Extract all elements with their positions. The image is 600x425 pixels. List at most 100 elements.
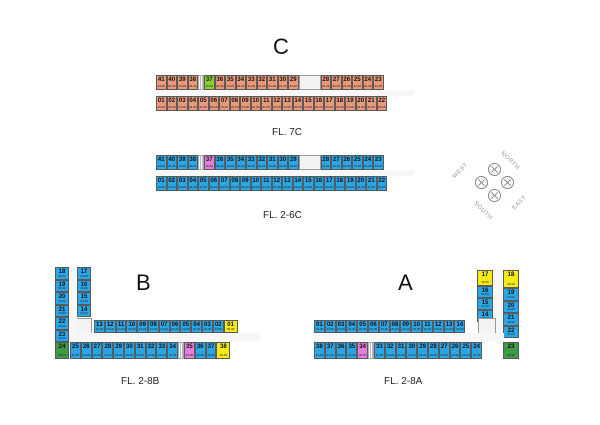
unit-38[interactable]: 3830.00 xyxy=(216,342,231,359)
unit-19[interactable]: 1924.00 xyxy=(503,288,519,301)
unit-32[interactable]: 3224.00 xyxy=(256,155,267,170)
unit-28[interactable]: 2824.00 xyxy=(102,342,114,359)
unit-32[interactable]: 3224.00 xyxy=(256,75,267,90)
unit-39[interactable]: 3924.00 xyxy=(177,155,188,170)
unit-03[interactable]: 0324.00 xyxy=(335,320,347,333)
unit-12[interactable]: 1224.00 xyxy=(104,320,116,333)
unit-35[interactable]: 3524.00 xyxy=(225,75,236,90)
unit-02[interactable]: 0224.00 xyxy=(166,96,177,111)
unit-20[interactable]: 2024.00 xyxy=(355,96,366,111)
unit-07[interactable]: 0724.00 xyxy=(378,320,390,333)
unit-30[interactable]: 3024.00 xyxy=(406,342,418,359)
unit-38[interactable]: 3824.00 xyxy=(314,342,325,359)
unit-11[interactable]: 1124.00 xyxy=(261,96,272,111)
unit-34[interactable]: 3424.00 xyxy=(235,75,246,90)
unit-37[interactable]: 3724.00 xyxy=(324,342,336,359)
unit-21[interactable]: 2124.00 xyxy=(503,313,519,326)
unit-27[interactable]: 2724.00 xyxy=(331,75,342,90)
unit-04[interactable]: 0424.00 xyxy=(187,96,198,111)
unit-38[interactable]: 3824.00 xyxy=(187,75,198,90)
unit-29[interactable]: 2924.00 xyxy=(288,155,299,170)
unit-23[interactable]: 2324.00 xyxy=(373,155,384,170)
unit-14[interactable]: 1424.00 xyxy=(477,310,493,322)
unit-08[interactable]: 0824.00 xyxy=(148,320,159,333)
unit-07[interactable]: 0724.00 xyxy=(158,320,170,333)
unit-17[interactable]: 1724.00 xyxy=(77,267,91,280)
unit-24[interactable]: 2424.00 xyxy=(362,155,373,170)
unit-36[interactable]: 3624.00 xyxy=(214,155,225,170)
unit-41[interactable]: 4124.00 xyxy=(156,75,167,90)
unit-33[interactable]: 3324.00 xyxy=(156,342,168,359)
unit-07[interactable]: 0724.00 xyxy=(219,96,230,111)
unit-16[interactable]: 1624.00 xyxy=(477,286,493,298)
unit-18[interactable]: 1824.00 xyxy=(334,176,345,191)
unit-19[interactable]: 1924.00 xyxy=(55,279,69,292)
unit-15[interactable]: 1524.00 xyxy=(303,176,314,191)
unit-35[interactable]: 3524.00 xyxy=(346,342,358,359)
unit-06[interactable]: 0624.00 xyxy=(208,96,219,111)
unit-30[interactable]: 3024.00 xyxy=(277,75,288,90)
unit-03[interactable]: 0324.00 xyxy=(202,320,213,333)
unit-04[interactable]: 0424.00 xyxy=(187,176,198,191)
unit-14[interactable]: 1424.00 xyxy=(292,176,303,191)
unit-14[interactable]: 1424.00 xyxy=(454,320,466,333)
unit-27[interactable]: 2724.00 xyxy=(91,342,103,359)
unit-06[interactable]: 0624.00 xyxy=(368,320,379,333)
unit-31[interactable]: 3124.00 xyxy=(395,342,407,359)
unit-19[interactable]: 1924.00 xyxy=(345,96,356,111)
unit-28[interactable]: 2824.00 xyxy=(320,155,331,170)
unit-19[interactable]: 1924.00 xyxy=(345,176,356,191)
unit-08[interactable]: 0824.00 xyxy=(229,96,240,111)
unit-11[interactable]: 1124.00 xyxy=(115,320,127,333)
unit-29[interactable]: 2924.00 xyxy=(417,342,428,359)
unit-26[interactable]: 2624.00 xyxy=(449,342,461,359)
unit-26[interactable]: 2624.00 xyxy=(80,342,92,359)
unit-27[interactable]: 2724.00 xyxy=(331,155,342,170)
unit-39[interactable]: 3924.00 xyxy=(177,75,188,90)
unit-06[interactable]: 0624.00 xyxy=(169,320,181,333)
unit-36[interactable]: 3624.00 xyxy=(194,342,206,359)
unit-10[interactable]: 1024.00 xyxy=(250,176,261,191)
unit-12[interactable]: 1224.00 xyxy=(432,320,444,333)
unit-09[interactable]: 0924.00 xyxy=(137,320,148,333)
unit-25[interactable]: 2524.00 xyxy=(352,75,363,90)
unit-22[interactable]: 2224.00 xyxy=(376,176,387,191)
unit-25[interactable]: 2524.00 xyxy=(460,342,472,359)
unit-18[interactable]: 1824.00 xyxy=(55,267,69,280)
unit-22[interactable]: 2224.00 xyxy=(55,317,69,330)
unit-14[interactable]: 1424.00 xyxy=(292,96,303,111)
unit-33[interactable]: 3324.00 xyxy=(246,75,257,90)
unit-37[interactable]: 3724.00 xyxy=(205,342,217,359)
unit-21[interactable]: 2124.00 xyxy=(366,176,377,191)
unit-36[interactable]: 3624.00 xyxy=(214,75,225,90)
unit-18[interactable]: 1842.00 xyxy=(503,270,519,288)
unit-09[interactable]: 0924.00 xyxy=(240,96,251,111)
unit-25[interactable]: 2524.00 xyxy=(70,342,81,359)
unit-08[interactable]: 0824.00 xyxy=(229,176,240,191)
unit-37[interactable]: 3736.00 xyxy=(204,155,215,170)
unit-26[interactable]: 2624.00 xyxy=(341,155,352,170)
unit-35[interactable]: 3536.00 xyxy=(184,342,195,359)
unit-29[interactable]: 2924.00 xyxy=(113,342,124,359)
unit-16[interactable]: 1624.00 xyxy=(313,96,324,111)
unit-27[interactable]: 2724.00 xyxy=(438,342,450,359)
unit-40[interactable]: 4024.00 xyxy=(166,75,177,90)
unit-09[interactable]: 0924.00 xyxy=(400,320,412,333)
unit-28[interactable]: 2824.00 xyxy=(320,75,331,90)
unit-04[interactable]: 0424.00 xyxy=(346,320,358,333)
unit-26[interactable]: 2624.00 xyxy=(341,75,352,90)
unit-17[interactable]: 1730.00 xyxy=(477,270,493,286)
unit-03[interactable]: 0324.00 xyxy=(177,176,188,191)
unit-40[interactable]: 4024.00 xyxy=(166,155,177,170)
unit-11[interactable]: 1124.00 xyxy=(261,176,272,191)
unit-05[interactable]: 0524.00 xyxy=(180,320,192,333)
unit-12[interactable]: 1224.00 xyxy=(271,176,282,191)
unit-01[interactable]: 0124.00 xyxy=(156,96,167,111)
unit-02[interactable]: 0224.00 xyxy=(324,320,336,333)
unit-22[interactable]: 2224.00 xyxy=(376,96,387,111)
unit-20[interactable]: 2024.00 xyxy=(55,292,69,305)
unit-10[interactable]: 1024.00 xyxy=(411,320,422,333)
unit-10[interactable]: 1024.00 xyxy=(250,96,261,111)
unit-22[interactable]: 2224.00 xyxy=(503,325,519,338)
unit-03[interactable]: 0324.00 xyxy=(177,96,188,111)
